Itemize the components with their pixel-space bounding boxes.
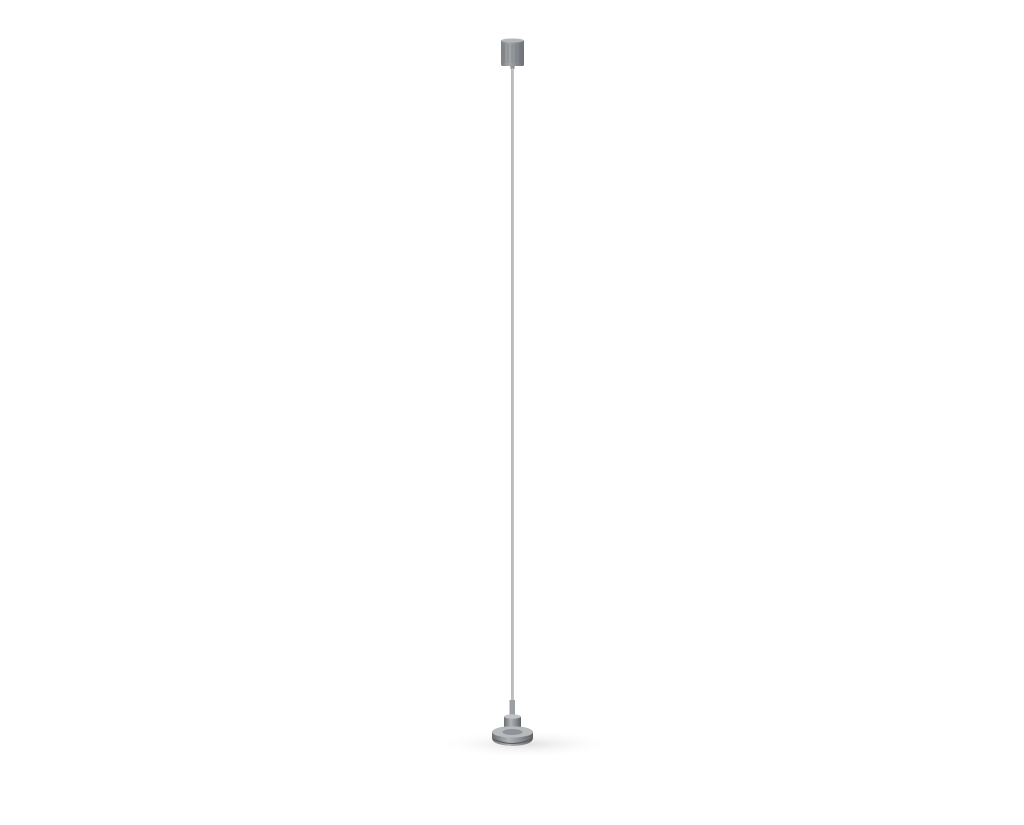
- bottom-anchor-icon: [492, 700, 533, 746]
- top-gripper-icon: [501, 38, 524, 69]
- steel-cable-icon: [511, 68, 514, 718]
